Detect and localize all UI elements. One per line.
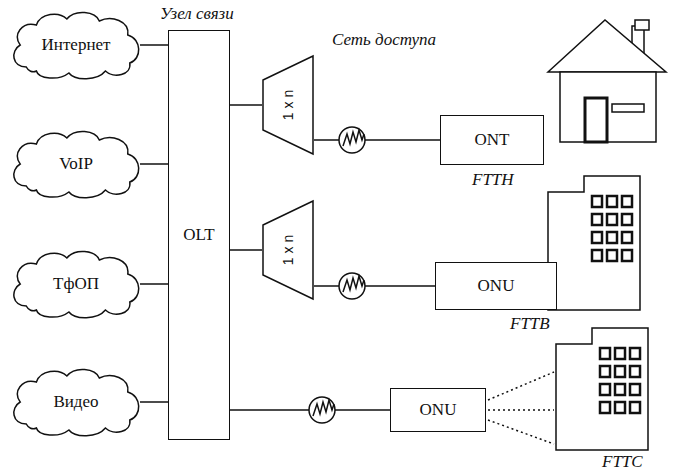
fiber-coil-symbol	[309, 397, 335, 423]
onu-box: ONU	[390, 388, 486, 432]
network-cloud: Интернет	[8, 9, 144, 81]
topology-label: FTTC	[600, 452, 645, 472]
topology-label: FTTB	[508, 314, 552, 334]
device-label: 1 x n	[280, 235, 296, 265]
fiber-line	[140, 401, 168, 403]
ont-box: ONT	[440, 115, 544, 165]
fiber-line	[314, 285, 435, 287]
splitter-shape: 1 x n	[262, 200, 314, 300]
device-label: OLT	[183, 225, 215, 245]
network-name: ТфОП	[53, 274, 99, 294]
fiber-line	[230, 104, 262, 106]
fiber-line	[140, 283, 168, 285]
olt-box: OLT	[168, 30, 230, 440]
network-cloud: ТфОП	[8, 248, 144, 320]
device-label: 1 x n	[280, 90, 296, 120]
fiber-line	[230, 249, 262, 251]
network-name: Видео	[53, 392, 98, 412]
section-caption: Узел связи	[158, 4, 236, 24]
house-illustration	[548, 20, 666, 142]
fiber-coil-symbol	[339, 127, 365, 153]
drop-lines	[488, 372, 554, 444]
network-name: Интернет	[42, 35, 111, 55]
device-label: ONT	[475, 130, 510, 150]
topology-label: FTTH	[470, 170, 516, 190]
section-caption: Сеть доступа	[330, 30, 438, 50]
fiber-line	[314, 139, 440, 141]
network-name: VoIP	[59, 154, 93, 174]
splitter-shape: 1 x n	[262, 55, 314, 155]
device-label: ONU	[478, 276, 515, 296]
device-label: ONU	[420, 400, 457, 420]
fiber-line	[140, 163, 168, 165]
building-illustration	[548, 176, 640, 310]
fiber-line	[140, 44, 168, 46]
network-cloud: VoIP	[8, 128, 144, 200]
network-cloud: Видео	[8, 366, 144, 438]
fiber-coil-symbol	[339, 273, 365, 299]
onu-box: ONU	[435, 262, 557, 310]
building-illustration	[556, 328, 648, 450]
